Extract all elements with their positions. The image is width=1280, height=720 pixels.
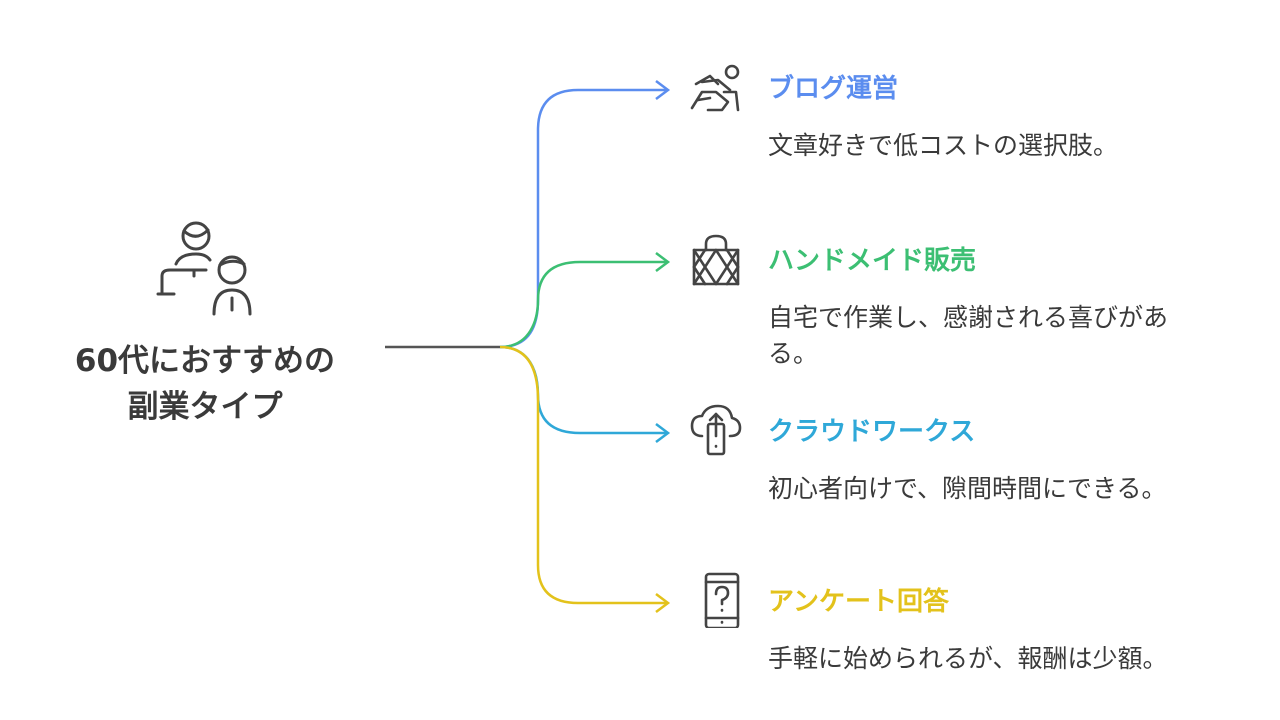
- phone-question-icon: [704, 572, 740, 628]
- branch-desc-handmade: 自宅で作業し、感謝される喜びがある。: [768, 303, 1169, 368]
- cloud-upload-phone-icon: [690, 404, 742, 456]
- branch-title-survey: アンケート回答: [768, 587, 949, 617]
- center-title-line1: 60代におすすめの: [74, 343, 336, 379]
- branch-title-handmade: ハンドメイド販売: [768, 246, 977, 276]
- connector-blog: [499, 88, 668, 349]
- connector-handmade: [499, 260, 668, 349]
- branch-desc-blog: 文章好きで低コストの選択肢。: [768, 131, 1119, 160]
- center-title-line2: 副業タイプ: [127, 389, 283, 425]
- arrowhead-handmade: [655, 252, 671, 272]
- connector-crowdworks: [499, 345, 668, 435]
- arrowhead-blog: [655, 80, 671, 100]
- arrowhead-survey: [655, 593, 671, 613]
- branch-title-blog: ブログ運営: [768, 74, 899, 104]
- arrowhead-crowdworks: [655, 423, 671, 443]
- branch-desc-survey: 手軽に始められるが、報酬は少額。: [768, 644, 1168, 673]
- teacher-student-icon: [156, 221, 252, 316]
- center-title: 60代におすすめの 副業タイプ: [30, 338, 380, 430]
- branch-desc-crowdworks: 初心者向けで、隙間時間にできる。: [768, 474, 1167, 503]
- writing-person-icon: [690, 64, 740, 112]
- connector-survey: [499, 345, 668, 605]
- branch-title-crowdworks: クラウドワークス: [768, 417, 976, 447]
- handmade-bag-icon: [692, 234, 740, 286]
